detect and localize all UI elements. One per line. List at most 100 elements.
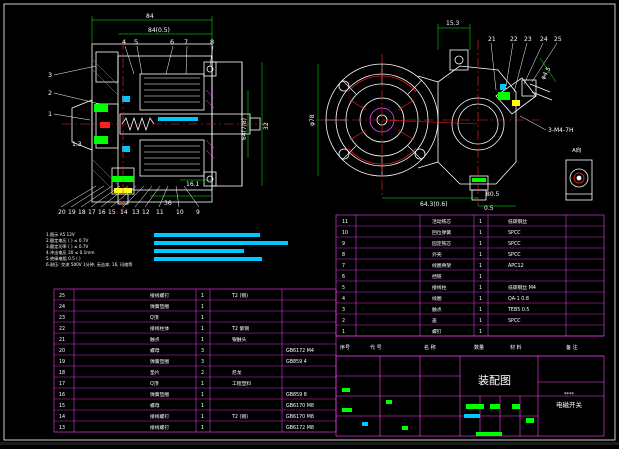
dim-center-distance: 64.3(0.6): [420, 201, 448, 208]
bom-upper-name: 盖: [432, 317, 437, 324]
bom-upper-material: 低碳钢丝 M4: [508, 284, 536, 291]
dim-flange-dia: 64(7/8): [241, 118, 248, 140]
bom-header-material: 材 料: [510, 344, 522, 351]
note-highlight-3: [154, 249, 244, 253]
leader-line: [80, 185, 113, 208]
bom-lower-name: 弹簧垫圈: [150, 303, 169, 310]
sheet-border: [3, 3, 616, 441]
balloon-18: 18: [78, 209, 86, 216]
bom-lower-no: 17: [59, 381, 65, 387]
bom-upper-qty: 1: [479, 219, 482, 225]
drawing-title: 装配图: [478, 374, 511, 387]
bom-upper-qty: 1: [479, 230, 482, 236]
balloon-17: 17: [88, 209, 96, 216]
bom-upper-qty: 1: [479, 285, 482, 291]
bom-upper-name: 接线柱: [432, 284, 447, 291]
bom-lower-qty: 3: [201, 359, 204, 365]
bom-lower-spec: T2 (铜): [231, 413, 248, 420]
bom-lower-qty: 1: [201, 315, 204, 321]
bom-lower-name: 接线螺钉: [150, 424, 169, 431]
bom-upper-no: 6: [342, 274, 345, 280]
bom-upper-name: 线圈骨架: [432, 262, 451, 269]
balloon-7: 7: [184, 38, 188, 46]
bom-lower-name: 垫片: [150, 369, 160, 376]
bom-lower-standard: GB859 4: [286, 359, 307, 365]
bom-upper-qty: 1: [479, 329, 482, 335]
bom-lower-qty: 1: [201, 293, 204, 299]
bom-lower-spec: 银触头: [232, 336, 247, 343]
bom-upper-name: 固定铁芯: [432, 240, 451, 247]
balloon-8: 8: [210, 38, 214, 46]
bom-upper-material: SPCC: [508, 241, 521, 247]
bom-upper-qty: 1: [479, 274, 482, 280]
bom-lower-name: Q顶: [150, 315, 159, 321]
bom-upper-no: 11: [342, 219, 348, 225]
balloon-19: 19: [68, 209, 76, 216]
bom-upper-material: SPCC: [508, 252, 521, 258]
bom-header-name: 名 称: [424, 344, 436, 351]
dim-bottom-width: 36: [164, 200, 172, 207]
detail-view-label: A向: [572, 146, 581, 154]
bom-lower-no: 21: [59, 337, 65, 343]
bom-lower-standard: GB6172 M4: [286, 348, 314, 354]
bom-upper-no: 7: [342, 263, 345, 269]
bom-lower-no: 14: [59, 414, 65, 420]
bom-lower-name: 螺母: [150, 347, 160, 354]
dim-gap-1: 0.5: [484, 205, 494, 212]
bom-lower-no: 20: [59, 348, 65, 354]
leader-line: [60, 185, 97, 208]
bom-header-qty: 数量: [474, 344, 484, 351]
bom-lower-qty: 2: [201, 370, 204, 376]
bom-header-code: 代 号: [370, 344, 382, 351]
balloon-6: 6: [170, 38, 174, 46]
bom-upper-no: 9: [342, 241, 345, 247]
note-line: 1.图示 A5 12V: [46, 232, 75, 238]
balloon-4: 4: [122, 38, 126, 46]
dim-side-offset: 80.5: [486, 191, 500, 198]
note-line: 3.额定功率 ( ) ≤ 0.7V: [46, 243, 89, 250]
bom-upper-name: 线圈: [432, 295, 442, 302]
balloon-16: 16: [98, 209, 106, 216]
dim-overall-length: 84: [146, 13, 154, 20]
bom-lower-spec: 工程塑料: [232, 380, 251, 387]
leader-line: [90, 185, 121, 208]
bom-upper-no: 1: [342, 329, 345, 335]
balloon-25: 25: [554, 36, 562, 43]
bom-lower-standard: GB6170 M8: [286, 403, 314, 409]
balloon-22: 22: [510, 36, 518, 43]
title-block: [335, 355, 605, 437]
balloon-3: 3: [48, 71, 52, 79]
command-line-strip[interactable]: [0, 442, 619, 445]
bom-lower-name: 弹簧垫圈: [150, 358, 169, 365]
side-end-view: [316, 24, 557, 207]
dim-hole-dia: φ4.5: [540, 66, 553, 81]
bom-header-remark: 备 注: [566, 344, 578, 351]
bom-upper-name: 活动铁芯: [432, 218, 451, 225]
bom-lower-qty: 1: [201, 304, 204, 310]
dim-step: 16.1: [186, 181, 200, 188]
bom-lower-name: 弹簧垫圈: [150, 391, 169, 398]
leader-line: [122, 185, 145, 208]
bom-lower-qty: 1: [201, 326, 204, 332]
balloon-1: 1: [48, 110, 52, 118]
bom-upper-qty: 1: [479, 318, 482, 324]
detail-a-view: [565, 159, 593, 201]
balloon-2: 2: [48, 89, 52, 97]
dim-contact: 1.3: [72, 141, 82, 148]
bom-lower-spec: T2 紫铜: [231, 325, 249, 332]
bom-lower-name: 触点: [150, 336, 160, 343]
bom-upper-name: 触点: [432, 306, 442, 313]
bom-lower-qty: 3: [201, 348, 204, 354]
bom-lower-no: 13: [59, 425, 65, 431]
leader-line: [70, 185, 105, 208]
leader-line: [144, 185, 161, 208]
bom-upper-name: 挡铁: [432, 273, 442, 280]
note-line: 5.绝缘电阻 0.5 ( ): [46, 255, 81, 262]
bom-upper-material: APC12: [508, 263, 524, 269]
bom-upper-no: 10: [342, 230, 348, 236]
leader-line: [110, 185, 137, 208]
bom-upper-material: QA-1 0.8: [508, 296, 529, 302]
